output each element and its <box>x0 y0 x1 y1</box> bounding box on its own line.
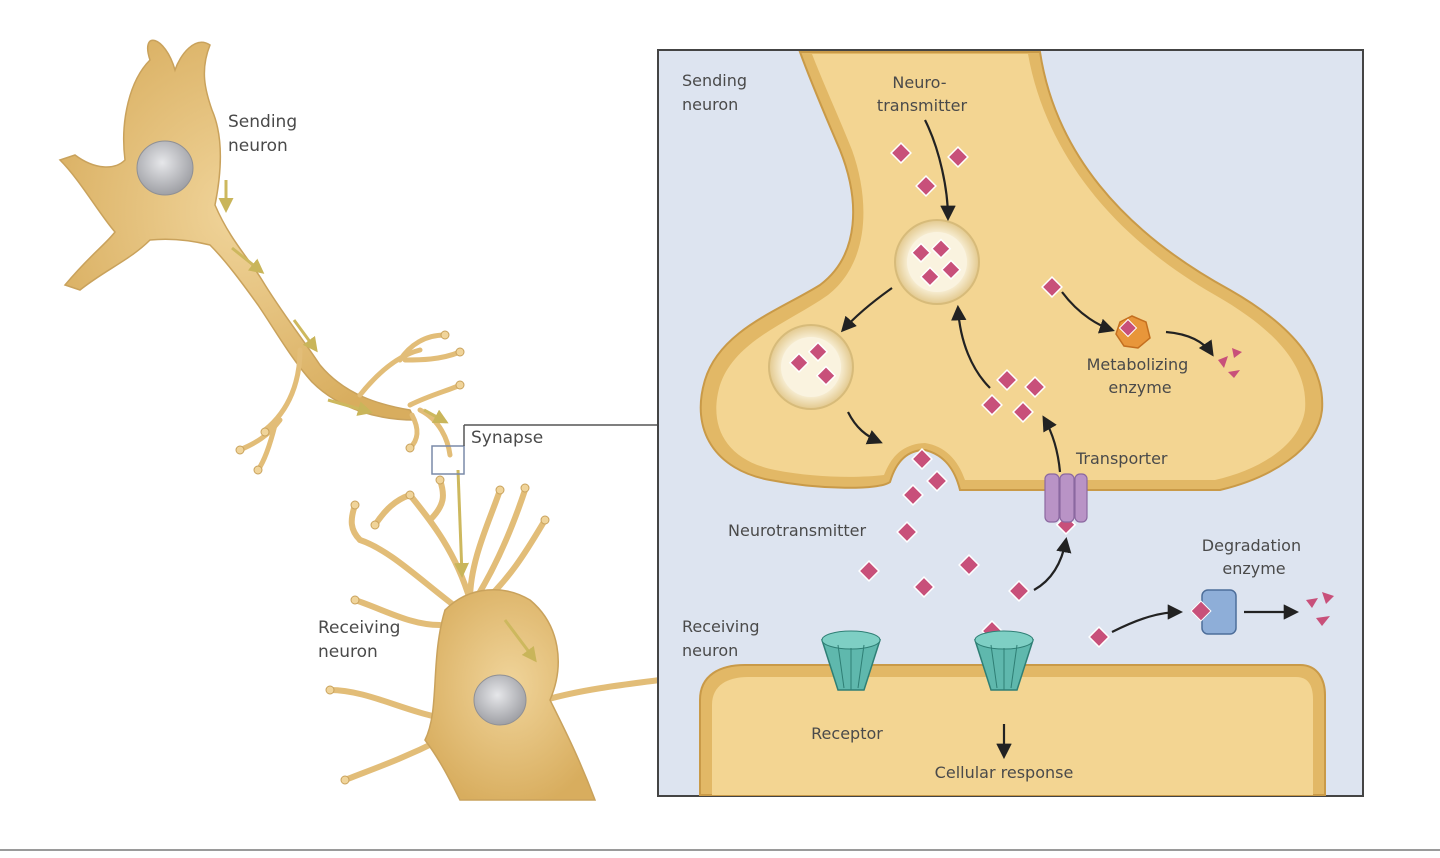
label-transporter: Transporter <box>1075 449 1168 468</box>
degradation-enzyme-shape <box>1190 589 1237 635</box>
label-neurotransmitter-mid: Neurotransmitter <box>728 521 867 540</box>
synapse-marker-box <box>431 445 465 475</box>
label-degradation-enzyme-line1: Degradation <box>1202 536 1301 555</box>
label-inset-sending-line1: Sending <box>682 71 747 90</box>
label-degradation-enzyme-line2: enzyme <box>1222 559 1285 578</box>
metabolized-fragments <box>1218 348 1242 378</box>
svg-text:Receiving neuron: Receiving neuron <box>682 617 765 660</box>
label-synapse: Synapse <box>471 428 543 448</box>
label-inset-receiving-line2: neuron <box>682 641 738 660</box>
receptor-left <box>820 630 882 691</box>
label-neurotransmitter-top-line1: Neuro- <box>892 73 946 92</box>
svg-text:Receiving neuron: Receiving neuron <box>318 618 406 662</box>
sending-nucleus <box>136 140 194 196</box>
label-inset-receiving-line1: Receiving <box>682 617 760 636</box>
label-inset-sending-line2: neuron <box>682 95 738 114</box>
label-neurotransmitter-top-line2: transmitter <box>877 96 968 115</box>
process-arrows <box>840 119 1300 760</box>
svg-text:Neuro- transmitter: Neuro- transmitter <box>877 73 968 115</box>
sending-neuron-illustration <box>58 39 465 475</box>
svg-text:Degradation enzyme: Degradation enzyme <box>1202 536 1306 578</box>
metabolizing-enzyme-shape <box>1115 315 1151 349</box>
vesicle-top <box>894 219 980 305</box>
svg-text:Sending neuron: Sending neuron <box>682 71 752 114</box>
label-metabolizing-enzyme-line1: Metabolizing <box>1087 355 1189 374</box>
label-receptor: Receptor <box>811 724 883 743</box>
label-cellular-response: Cellular response <box>935 763 1074 782</box>
label-metabolizing-enzyme-line2: enzyme <box>1108 378 1171 397</box>
svg-text:Sending neuron: Sending neuron <box>228 112 303 156</box>
receptor-right <box>973 630 1035 691</box>
synapse-detail-inset: Sending neuron Neuro- transmitter Metabo… <box>657 49 1364 797</box>
label-receiving-neuron-line1: Receiving <box>318 618 400 638</box>
receiving-nucleus <box>473 674 527 726</box>
label-sending-neuron-line2: neuron <box>228 136 288 156</box>
neurotransmitter-molecules <box>788 142 1110 648</box>
svg-text:Metabolizing enzyme: Metabolizing enzyme <box>1087 355 1194 397</box>
transporter-shape <box>1044 473 1088 523</box>
vesicle-left <box>768 324 854 410</box>
label-receiving-neuron-line2: neuron <box>318 642 378 662</box>
receiving-neuron-illustration <box>325 469 663 801</box>
degraded-fragments <box>1306 592 1334 626</box>
label-sending-neuron-line1: Sending <box>228 112 297 132</box>
